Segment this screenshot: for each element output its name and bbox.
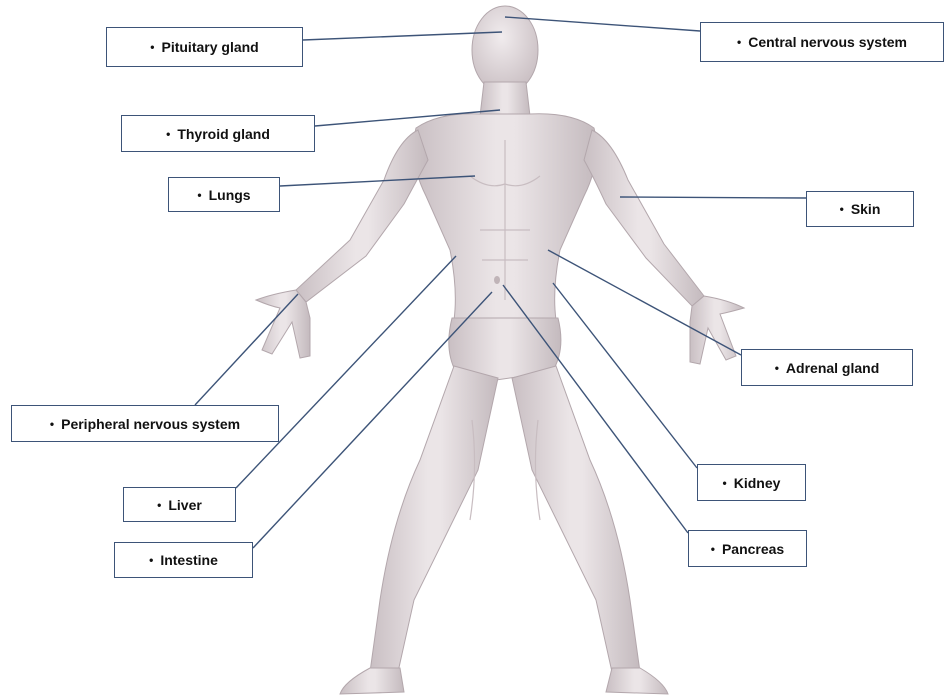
- hand-right: [690, 296, 744, 364]
- foot-left: [340, 668, 404, 694]
- label-text: Pancreas: [722, 541, 784, 557]
- arm-left: [296, 130, 428, 302]
- leader-line-peripheral: [195, 294, 298, 405]
- label-text: Pituitary gland: [161, 39, 258, 55]
- label-text: Thyroid gland: [177, 126, 270, 142]
- label-text: Lungs: [209, 187, 251, 203]
- bullet: •: [149, 553, 153, 567]
- bullet: •: [50, 417, 54, 431]
- label-text: Skin: [851, 201, 881, 217]
- human-body: [256, 6, 744, 694]
- leader-line-skin: [620, 197, 806, 198]
- label-kidney: • Kidney: [697, 464, 806, 501]
- label-text: Adrenal gland: [786, 360, 879, 376]
- label-text: Liver: [168, 497, 201, 513]
- bullet: •: [166, 127, 170, 141]
- bullet: •: [775, 361, 779, 375]
- label-text: Central nervous system: [748, 34, 907, 50]
- label-thyroid-gland: • Thyroid gland: [121, 115, 315, 152]
- bullet: •: [737, 35, 741, 49]
- label-adrenal-gland: • Adrenal gland: [741, 349, 913, 386]
- foot-right: [606, 668, 668, 694]
- label-text: Kidney: [734, 475, 781, 491]
- leg-right: [512, 366, 640, 672]
- hand-left: [256, 290, 310, 358]
- leg-left: [370, 366, 498, 672]
- leader-line-pituitary: [303, 32, 502, 40]
- label-intestine: • Intestine: [114, 542, 253, 578]
- label-lungs: • Lungs: [168, 177, 280, 212]
- label-text: Peripheral nervous system: [61, 416, 240, 432]
- label-pituitary-gland: • Pituitary gland: [106, 27, 303, 67]
- label-liver: • Liver: [123, 487, 236, 522]
- bullet: •: [150, 40, 154, 54]
- bullet: •: [197, 188, 201, 202]
- bullet: •: [840, 202, 844, 216]
- label-text: Intestine: [160, 552, 218, 568]
- bullet: •: [157, 498, 161, 512]
- label-central-nervous-system: • Central nervous system: [700, 22, 944, 62]
- label-peripheral-nervous-system: • Peripheral nervous system: [11, 405, 279, 442]
- bullet: •: [723, 476, 727, 490]
- label-pancreas: • Pancreas: [688, 530, 807, 567]
- bullet: •: [711, 542, 715, 556]
- label-skin: • Skin: [806, 191, 914, 227]
